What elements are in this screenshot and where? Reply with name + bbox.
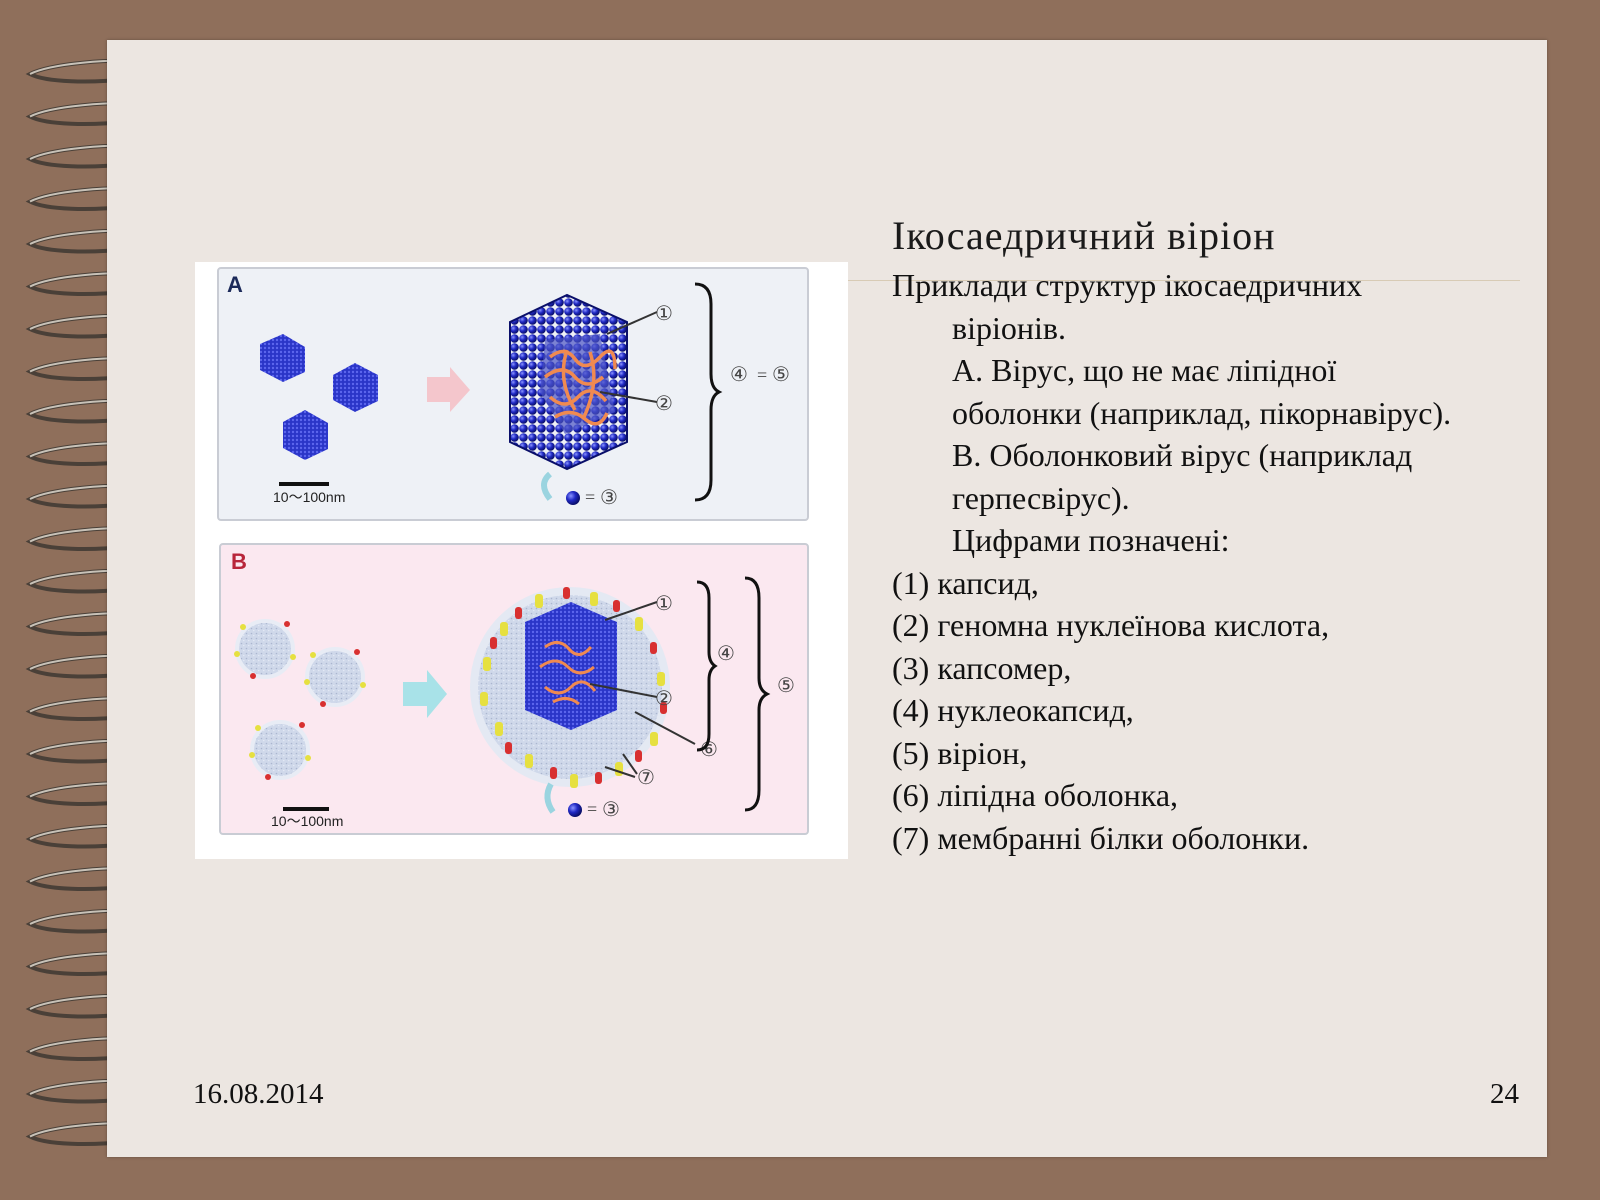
mark-4: ④ bbox=[717, 643, 735, 665]
page-number: 24 bbox=[1490, 1078, 1519, 1110]
legend-item: (6) ліпідна оболонка, bbox=[892, 777, 1179, 813]
legend-item: (2) геномна нуклеїнова кислота, bbox=[892, 607, 1330, 643]
slide-date: 16.08.2014 bbox=[193, 1078, 324, 1110]
item-a-line: оболонки (наприклад, пікорнавірус). bbox=[952, 394, 1452, 431]
capsomer-icon bbox=[566, 491, 580, 505]
legend-item: (4) нуклеокапсид, bbox=[892, 692, 1134, 728]
small-capsid-icon bbox=[260, 334, 305, 382]
legend-item: (3) капсомер, bbox=[892, 649, 1072, 686]
arrow-icon bbox=[403, 670, 447, 718]
intro-line: віріонів. bbox=[952, 309, 1067, 346]
small-virion-icon bbox=[249, 720, 311, 780]
title-divider bbox=[195, 280, 1520, 281]
legend-item: (7) мембранні білки оболонки. bbox=[892, 819, 1310, 856]
genome-strand bbox=[543, 349, 617, 426]
legend-item: (1) капсид, bbox=[892, 564, 1039, 601]
scale-label: 10～100nm bbox=[271, 813, 343, 829]
slide-title: Ікосаедричний віріон bbox=[892, 213, 1276, 258]
capsid-inner bbox=[525, 602, 617, 730]
small-capsid-icon bbox=[333, 363, 378, 412]
item-a-line: А. Вірус, що не має ліпідної bbox=[952, 352, 1337, 388]
virion-figure: A 10～100nm ① ② ④ = ⑤ = ③ B bbox=[195, 262, 848, 859]
svg-text:=: = bbox=[757, 365, 767, 385]
scale-label: 10～100nm bbox=[273, 489, 345, 505]
arrow-icon bbox=[427, 367, 470, 412]
slide-body: Приклади структур ікосаедричних віріонів… bbox=[892, 264, 1532, 859]
bracket bbox=[694, 282, 723, 502]
bracket bbox=[744, 576, 771, 812]
scale-bar bbox=[279, 482, 329, 486]
panel-a: A 10～100nm ① ② ④ = ⑤ = ③ bbox=[217, 267, 809, 521]
legend-item: (5) віріон, bbox=[892, 734, 1028, 771]
mark-2: ② bbox=[655, 688, 673, 710]
svg-text:=: = bbox=[585, 487, 595, 507]
panel-b: B 10～100nm bbox=[219, 543, 809, 835]
panel-b-label: B bbox=[231, 549, 247, 574]
scale-bar bbox=[283, 807, 329, 811]
capsomer-icon bbox=[568, 803, 582, 817]
curved-arrow-icon bbox=[544, 782, 556, 814]
genome-strand bbox=[539, 641, 597, 706]
curved-arrow-icon bbox=[541, 471, 553, 501]
item-b-line: герпесвірус). bbox=[952, 479, 1130, 516]
small-virion-icon bbox=[304, 647, 366, 707]
svg-text:=: = bbox=[587, 799, 597, 819]
membrane-proteins bbox=[480, 592, 665, 788]
mark-4: ④ bbox=[730, 364, 748, 386]
membrane-proteins bbox=[490, 587, 667, 784]
panel-a-label: A bbox=[227, 272, 243, 297]
mark-2: ② bbox=[655, 393, 673, 415]
legend-intro: Цифрами позначені: bbox=[952, 522, 1230, 558]
virion-diagram: A 10～100nm ① ② ④ = ⑤ = ③ B bbox=[217, 267, 809, 835]
mark-3: ③ bbox=[600, 487, 618, 509]
mark-5: ⑤ bbox=[772, 364, 790, 386]
small-capsid-icon bbox=[283, 410, 328, 460]
small-virion-icon bbox=[234, 619, 296, 679]
mark-1: ① bbox=[655, 593, 673, 615]
mark-5: ⑤ bbox=[777, 675, 795, 697]
mark-6: ⑥ bbox=[700, 739, 718, 761]
intro-line: Приклади структур ікосаедричних bbox=[892, 267, 1363, 303]
mark-1: ① bbox=[655, 303, 673, 325]
mark-3: ③ bbox=[602, 799, 620, 821]
mark-7: ⑦ bbox=[637, 767, 655, 789]
bracket bbox=[696, 580, 718, 752]
item-b-line: В. Оболонковий вірус (наприклад bbox=[952, 437, 1413, 473]
